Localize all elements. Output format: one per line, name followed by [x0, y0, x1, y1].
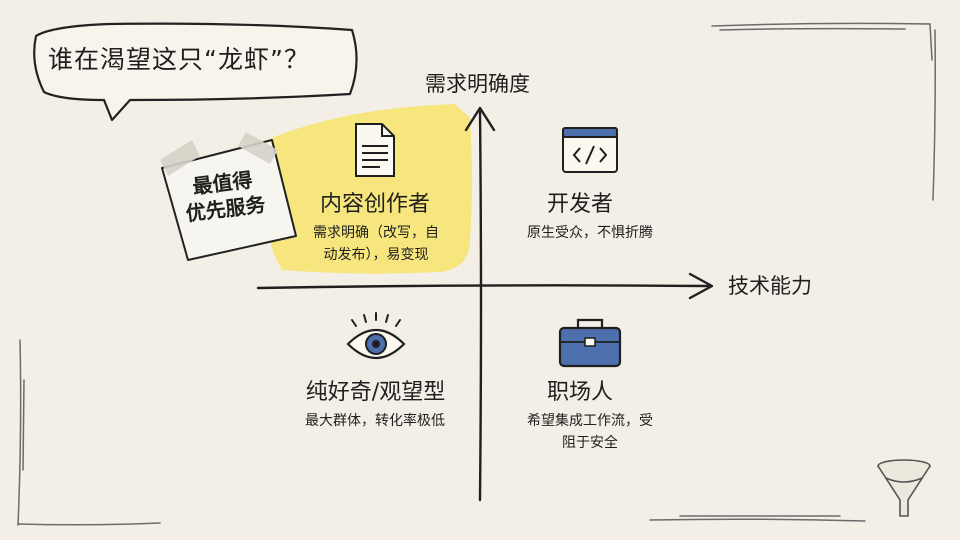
frame-corners — [17, 22, 936, 526]
y-axis-arrowhead — [464, 106, 496, 132]
document-icon — [355, 123, 395, 177]
desc-line: 需求明确（改写，自 — [313, 225, 439, 241]
quadrant-desc-professional: 希望集成工作流，受 阻于安全 — [505, 410, 675, 454]
funnel-icon — [877, 459, 931, 517]
quadrant-title-professional: 职场人 — [546, 380, 613, 405]
y-axis — [478, 110, 483, 502]
x-axis-arrowhead — [688, 272, 714, 300]
desc-line: 希望集成工作流，受 — [527, 413, 653, 429]
code-window-icon — [562, 127, 618, 173]
desc-line: 动发布），易变现 — [323, 247, 429, 263]
quadrant-title-content-creator: 内容创作者 — [319, 192, 430, 217]
tape-icon — [160, 140, 200, 176]
quadrant-desc-developer: 原生受众，不惧折腾 — [500, 222, 680, 244]
x-axis — [256, 284, 710, 290]
highlight-marker — [262, 104, 472, 274]
desc-line: 原生受众，不惧折腾 — [527, 225, 653, 241]
axes — [256, 106, 714, 502]
desc-line: 最大群体，转化率极低 — [305, 413, 445, 429]
eye-icon — [346, 312, 406, 359]
speech-bubble — [33, 22, 358, 122]
desc-line: 阻于安全 — [562, 435, 618, 451]
quadrant-desc-curious-observer: 最大群体，转化率极低 — [280, 410, 470, 432]
y-axis-label: 需求明确度 — [425, 72, 530, 96]
x-axis-label: 技术能力 — [728, 274, 812, 298]
sticky-note — [160, 132, 297, 261]
briefcase-icon — [558, 318, 622, 368]
quadrant-title-curious-observer: 纯好奇/观望型 — [305, 380, 446, 405]
speech-bubble-text: 谁在渴望这只“龙虾”？ — [48, 45, 310, 74]
quadrant-title-developer: 开发者 — [546, 192, 613, 217]
quadrant-desc-content-creator: 需求明确（改写，自 动发布），易变现 — [296, 222, 456, 266]
